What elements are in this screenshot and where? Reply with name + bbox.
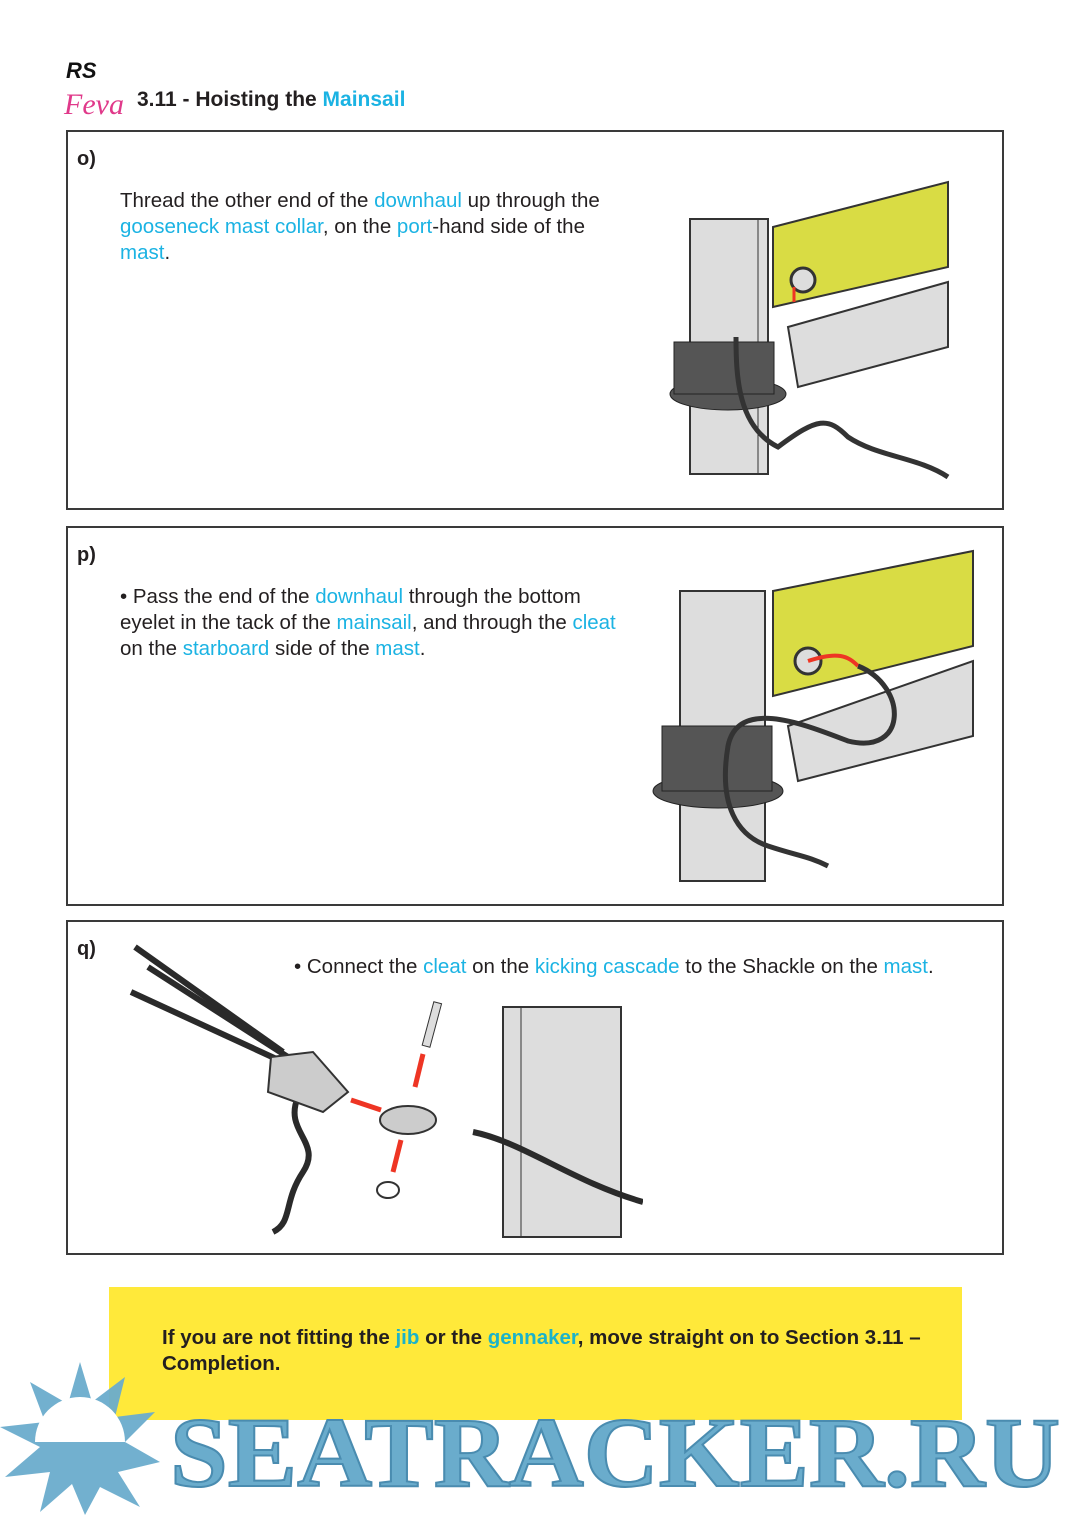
highlighted-term: downhaul [315, 585, 403, 608]
page-title: 3.11 - Hoisting the Mainsail [137, 88, 405, 112]
text-segment: , move straight on to Section 3.11 – Com… [162, 1326, 921, 1375]
text-segment: -hand side of the [432, 215, 585, 238]
gooseneck-illustration [669, 180, 950, 480]
text-segment: , on the [322, 215, 397, 238]
step-text: • Pass the end of the downhaul through t… [120, 584, 620, 662]
step-label: q) [77, 938, 96, 960]
text-segment: , and through the [411, 611, 573, 634]
kicking-cascade-illustration [129, 944, 643, 1238]
tack-eyelet-illustration [652, 549, 974, 882]
watermark-text: SEATRACKER.RU [170, 1397, 1060, 1508]
highlighted-term: port [396, 215, 433, 238]
seatracker-watermark: SEATRACKER.RU [0, 1362, 1061, 1515]
svg-text:Feva: Feva [63, 88, 124, 121]
step-text: Thread the other end of the downhaul up … [120, 188, 600, 266]
step-text: • Connect the cleat on the kicking casca… [294, 954, 994, 980]
text-segment: . [164, 241, 171, 264]
text-segment: on the [466, 955, 535, 978]
text-segment: to the Shackle on the [679, 955, 884, 978]
note-box: If you are not fitting the jib or the ge… [109, 1287, 962, 1420]
step-label: o) [77, 148, 96, 170]
highlighted-term: gooseneck mast collar [120, 215, 323, 238]
highlighted-term: mast [883, 955, 928, 978]
text-segment: on the [120, 637, 183, 660]
text-segment: Thread the other end of the [120, 189, 375, 212]
step-panel-p: p) • Pass the end of the downhaul throug… [66, 526, 1004, 906]
step-panel-q: q) • Connect the cleat on the kicking ca… [66, 920, 1004, 1255]
highlighted-term: jib [395, 1326, 420, 1349]
text-segment: . [927, 955, 934, 978]
text-segment: side of the [269, 637, 376, 660]
rs-feva-logo: RS Feva [63, 58, 124, 121]
highlighted-term: gennaker [487, 1326, 578, 1349]
section-highlight: Mainsail [322, 88, 406, 111]
text-segment: . [419, 637, 426, 660]
text-segment: If you are not fitting the [162, 1326, 396, 1349]
highlighted-term: starboard [182, 637, 270, 660]
section-number: 3.11 - Hoisting the [137, 88, 323, 111]
highlighted-term: mast [375, 637, 420, 660]
text-segment: • Connect the [294, 955, 424, 978]
note-text: If you are not fitting the jib or the ge… [162, 1325, 922, 1377]
step-panel-o: o) Thread the other end of the downhaul … [66, 130, 1004, 510]
text-segment: up through the [461, 189, 600, 212]
text-segment: • Pass the end of the [120, 585, 316, 608]
highlighted-term: downhaul [374, 189, 462, 212]
highlighted-term: mast [120, 241, 165, 264]
text-segment: or the [419, 1326, 488, 1349]
highlighted-term: mainsail [336, 611, 412, 634]
highlighted-term: kicking cascade [534, 955, 680, 978]
step-label: p) [77, 544, 96, 566]
highlighted-term: cleat [423, 955, 467, 978]
svg-text:RS: RS [66, 58, 97, 83]
highlighted-term: cleat [572, 611, 616, 634]
text-segment: through the bottom eyelet in the tack of… [120, 585, 581, 634]
